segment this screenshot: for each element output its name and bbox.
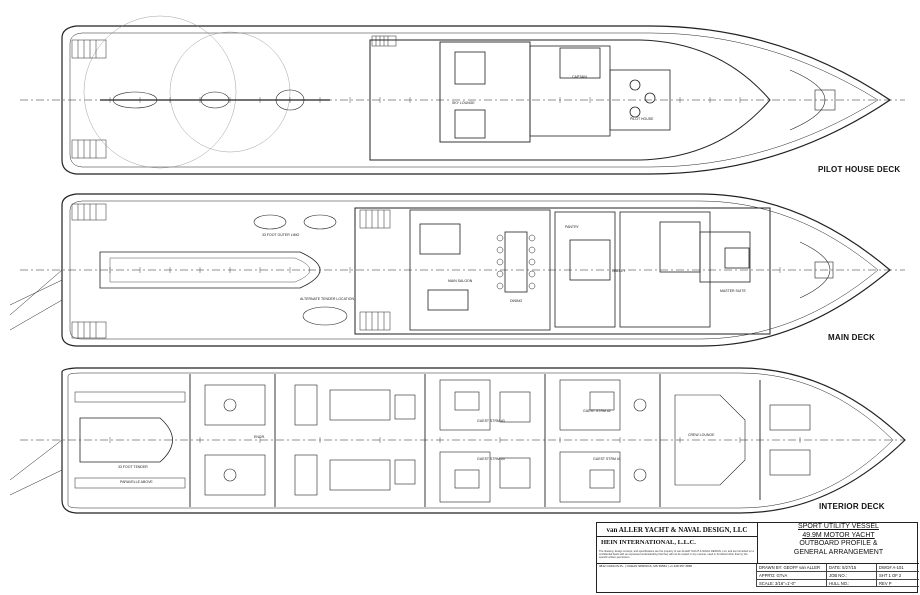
drawing-number: DWG# A-101 bbox=[877, 564, 919, 572]
firm-address: 3812 CARLOS PL. | OCEAN SPRINGS, MS 3956… bbox=[597, 564, 757, 587]
pilot-house-deck-plan bbox=[20, 15, 905, 175]
confidential-notice: The drawing, design concept, and specifi… bbox=[599, 550, 754, 559]
label-alt-tender: ALTERNATE TENDER LOCATION bbox=[300, 297, 354, 301]
label-dining: DINING bbox=[510, 299, 523, 303]
project-line-1: SPORT UTILITY VESSEL bbox=[798, 523, 879, 530]
label-guest-strm-2: GUEST STRM #2 bbox=[583, 409, 611, 413]
label-guest-strm-3: GUEST STRM #3 bbox=[477, 419, 505, 423]
label-guest-strm-1: GUEST STRM #1 bbox=[593, 457, 621, 461]
drawn-by: DRAWN BY: GEOFF van ALLER bbox=[757, 564, 827, 572]
deck-title-main: MAIN DECK bbox=[828, 333, 876, 342]
title-block: van ALLER YACHT & NAVAL DESIGN, LLC HEIN… bbox=[596, 522, 919, 594]
sheet-number: SHT 1 OF 2 bbox=[877, 572, 919, 580]
interior-deck-hull-outline bbox=[61, 367, 906, 514]
deck-title-pilot-house: PILOT HOUSE DECK bbox=[818, 165, 901, 174]
job-number: JOB NO.: bbox=[827, 571, 877, 580]
label-galley: GALLEY bbox=[612, 269, 626, 273]
interior-deck-plan bbox=[9, 367, 906, 514]
label-main-saloon: MAIN SALOON bbox=[448, 279, 473, 283]
approved-by: APPR'D: GTvA bbox=[757, 571, 827, 580]
design-firm-name: van ALLER YACHT & NAVAL DESIGN, LLC bbox=[597, 523, 757, 537]
label-sky-lounge: SKY LOUNGE bbox=[452, 101, 475, 105]
drawing-info-grid: DRAWN BY: GEOFF van ALLER DATE: 5/27/15 … bbox=[597, 563, 919, 594]
main-deck-plan bbox=[9, 193, 905, 347]
project-line-2: 49.9M MOTOR YACHT bbox=[802, 531, 875, 539]
drawing-date: DATE: 5/27/15 bbox=[827, 564, 877, 572]
label-crew-lounge: CREW LOUNGE bbox=[688, 433, 715, 437]
label-master-suite: MASTER SUITE bbox=[720, 289, 747, 293]
project-line-4: GENERAL ARRANGEMENT bbox=[793, 548, 884, 556]
label-tender-bay: 33 FOOT TENDER bbox=[118, 465, 148, 469]
project-title: SPORT UTILITY VESSEL 49.9M MOTOR YACHT O… bbox=[757, 523, 919, 563]
label-pantry: PANTRY bbox=[565, 225, 580, 229]
deck-title-interior: INTERIOR DECK bbox=[819, 502, 885, 511]
label-paravelle: PARAVELLE ABOVE bbox=[120, 480, 153, 484]
label-captain: CAPTAIN bbox=[572, 75, 587, 79]
hull-number: HULL NO.: bbox=[827, 579, 877, 588]
drawing-scale: SCALE: 3/16"=1'-0" bbox=[757, 579, 827, 588]
label-tender-limo: 33 FOOT OUTER LIMO bbox=[262, 233, 300, 237]
project-line-3: OUTBOARD PROFILE & bbox=[799, 540, 878, 547]
client-firm-name: HEIN INTERNATIONAL, L.L.C. bbox=[601, 539, 696, 546]
label-pilot-house: PILOT HOUSE bbox=[630, 117, 654, 121]
label-guest-strm-4: GUEST STRM #4 bbox=[477, 457, 505, 461]
label-engine: ENGR. bbox=[254, 435, 265, 439]
revision: REV P bbox=[877, 580, 919, 588]
